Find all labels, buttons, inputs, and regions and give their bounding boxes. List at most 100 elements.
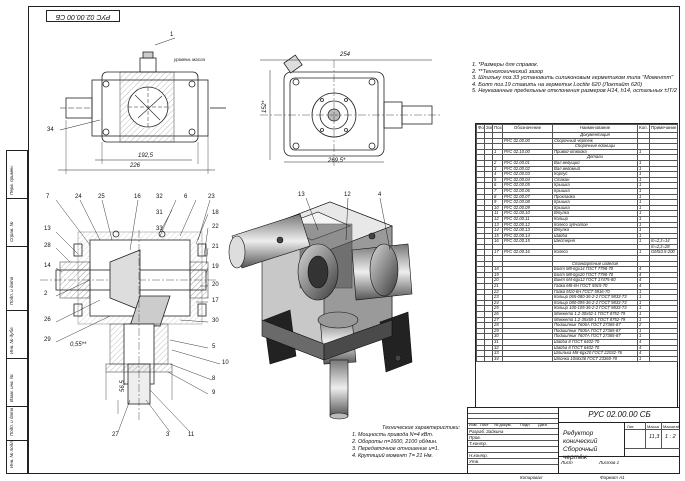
callout: 3 xyxy=(166,432,170,438)
spec-cell-name: Кольцо 100-105-36-2-2 ГОСТ 9833-73 xyxy=(552,305,638,312)
spec-cell-name: Манжета 1.2-35x58-1 ГОСТ 8752-79 xyxy=(552,316,638,324)
spec-cell-empty xyxy=(484,355,493,363)
spec-header: Наименование xyxy=(552,124,638,133)
callout: 19 xyxy=(212,264,219,270)
section-leaders xyxy=(55,199,221,433)
note-line: 3. Шпильку поз.33 установить силиконовым… xyxy=(472,75,674,82)
spec-header: Кол. xyxy=(637,124,650,133)
copied-label: Копировал xyxy=(520,475,543,480)
tech-title: Технические характеристики: xyxy=(382,425,460,431)
dim-192-5: 192,5 xyxy=(138,153,154,159)
spec-header: Примечание xyxy=(649,124,678,133)
dim-269-5: 269,5* xyxy=(328,158,346,164)
spec-cell-note xyxy=(649,299,678,307)
callout: 9 xyxy=(212,390,216,396)
spec-cell-note xyxy=(649,355,678,363)
tb-lit-label: Лит. xyxy=(627,424,635,429)
spec-cell-note xyxy=(649,333,678,340)
tb-scale-value: 1 : 2 xyxy=(665,434,676,440)
callout: 20 xyxy=(212,282,219,288)
spec-cell-note xyxy=(649,339,678,346)
tb-name-line2: Сборочный чертёж xyxy=(563,446,598,461)
tb-col-label: Лист xyxy=(480,422,489,427)
spec-cell-code xyxy=(502,355,553,363)
spec-cell-note xyxy=(649,305,678,312)
dim-152: 152* xyxy=(262,100,268,113)
spec-cell-note xyxy=(649,255,678,262)
spec-row xyxy=(476,255,678,262)
callout: 30 xyxy=(212,318,219,324)
side-strip: Перв. примен. Справ. № Подп. и дата Инв.… xyxy=(6,150,28,474)
tech-line: 4. Крутящий момент T= 21 Нм. xyxy=(352,453,433,459)
spec-header: Поз. xyxy=(492,124,503,133)
spec-header: Формат xyxy=(476,124,485,133)
note-line: 5. Неуказанные предельные отклонения раз… xyxy=(472,88,677,95)
callout: 16 xyxy=(134,194,141,200)
tb-role: Разраб. xyxy=(469,429,486,434)
spec-cell-name: Манжета 1.2-30x52-1 ГОСТ 8752-79 xyxy=(552,311,638,318)
tech-line: 3. Передаточное отношение u=1. xyxy=(352,446,440,452)
callout: 32 xyxy=(156,194,163,200)
callout: 6 xyxy=(184,194,188,200)
callout: 31 xyxy=(156,210,163,216)
callout: 4 xyxy=(378,192,382,198)
tb-mass-label: Масса xyxy=(647,424,659,429)
callout: 28 xyxy=(44,243,51,249)
callout: 14 xyxy=(44,263,51,269)
callout: 27 xyxy=(112,432,119,438)
callout: 10 xyxy=(222,360,229,366)
callout: 8 xyxy=(212,376,216,382)
tb-sheet-label: Лист xyxy=(561,460,573,465)
callout: 5 xyxy=(212,344,216,350)
tb-developer: Зайкина xyxy=(486,429,504,434)
callout: 2 xyxy=(44,291,48,297)
callout-top-34: 34 xyxy=(47,127,54,133)
tb-col-label: Изм. xyxy=(469,422,478,427)
top-view xyxy=(58,37,226,174)
tb-col-label: № докум. xyxy=(494,422,512,427)
callout: 18 xyxy=(212,210,219,216)
title-block-grid: Изм. Лист № докум. Подп. Дата Разраб. За… xyxy=(468,408,558,473)
callout: 17 xyxy=(212,298,219,304)
spec-cell-note xyxy=(649,266,678,273)
dim-226: 226 xyxy=(130,163,141,169)
note-line: 4. Болт поз.19 ставить на герметик Locti… xyxy=(472,81,643,88)
callout: 22 xyxy=(212,224,219,230)
tb-drawing-code: РУС 02.00.00 СБ xyxy=(559,408,680,423)
spec-cell-note xyxy=(649,322,678,329)
tb-role: Т.контр. xyxy=(469,441,488,446)
tb-cells: Лит. Масса Масштаб 11,3 1 : 2 xyxy=(625,422,680,456)
format-label: Формат А1 xyxy=(600,475,625,480)
tb-col-label: Дата xyxy=(538,422,547,427)
section-view xyxy=(40,230,218,420)
note-line: 2. **Технологический зазор xyxy=(472,68,544,75)
specification-table: Формат Зона Поз. Обозначение Наименовани… xyxy=(475,123,678,408)
tech-characteristics: Технические характеристики: 1. Мощность … xyxy=(352,425,460,460)
note-line: 1. *Размеры для справок. xyxy=(472,62,539,68)
spec-cell-note xyxy=(649,283,678,290)
spec-cell-note xyxy=(649,344,678,352)
tb-scale-label: Масштаб xyxy=(663,424,681,429)
tb-name: Редуктор конический Сборочный чертёж xyxy=(559,422,625,461)
callout-top-1: 1 xyxy=(170,32,174,38)
side-view xyxy=(260,54,440,168)
spec-header: Обозначение xyxy=(502,124,553,133)
spec-cell-note: GMS3.5-200 xyxy=(649,249,678,257)
spec-cell-note xyxy=(649,294,678,301)
spec-cell-note xyxy=(649,327,678,335)
spec-cell-note xyxy=(649,350,678,357)
